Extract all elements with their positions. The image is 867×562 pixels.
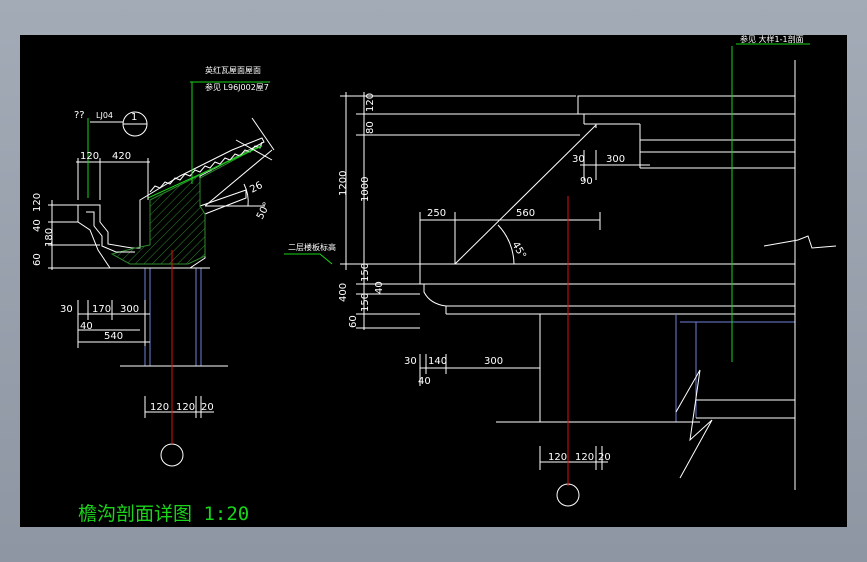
dim-top-120: 120 bbox=[80, 151, 99, 162]
dim-r-t-300: 300 bbox=[606, 154, 625, 165]
left-leaders bbox=[87, 81, 270, 444]
dim-top-420: 420 bbox=[112, 151, 131, 162]
dim-r-c-120a: 120 bbox=[548, 452, 567, 463]
ref-code: LJ04 bbox=[96, 111, 113, 120]
note-top: 参见 大样1-1剖面 bbox=[740, 34, 804, 44]
dim-r-m-560: 560 bbox=[516, 208, 535, 219]
dim-r-v-1200: 1200 bbox=[338, 171, 349, 196]
right-annotations: 参见 大样1-1剖面 二层楼板标高 45° 120 80 1200 1000 1… bbox=[288, 34, 804, 463]
dim-r-t-90: 90 bbox=[580, 176, 593, 187]
roof-membrane bbox=[147, 145, 263, 199]
right-cornice-detail bbox=[340, 60, 837, 507]
roof-note-line1: 英红瓦屋面屋面 bbox=[205, 65, 261, 75]
gutter-inner bbox=[86, 211, 135, 253]
drawing-canvas bbox=[20, 35, 847, 527]
dim-r-v-400: 400 bbox=[338, 283, 349, 302]
dim-v-120: 120 bbox=[32, 193, 43, 212]
ref-number: 1 bbox=[131, 112, 137, 123]
dim-r-v-150a: 150 bbox=[360, 263, 371, 282]
note-floor: 二层楼板标高 bbox=[288, 242, 336, 252]
dim-r-l-140: 140 bbox=[428, 356, 447, 367]
roof-note-line2: 参见 L96J002屋7 bbox=[205, 82, 269, 92]
dim-r-v-80: 80 bbox=[365, 121, 376, 134]
dim-r-v-1000: 1000 bbox=[360, 177, 371, 202]
left-annotations: ?? LJ04 1 英红瓦屋面屋面 参见 L96J002屋7 26 50° 12… bbox=[32, 65, 273, 413]
axis-bubble-left bbox=[160, 443, 184, 467]
roof-tiles bbox=[149, 141, 263, 193]
dim-r-v-120: 120 bbox=[365, 93, 376, 112]
right-leaders bbox=[284, 43, 810, 486]
slope-angle-2: 50° bbox=[255, 201, 273, 222]
dim-c-120b: 120 bbox=[176, 402, 195, 413]
lower-cornice bbox=[419, 263, 796, 285]
dim-v-40: 40 bbox=[32, 219, 43, 232]
dim-r-l-40: 40 bbox=[418, 376, 431, 387]
ref-mark: ?? bbox=[74, 110, 85, 121]
dim-r-l-300: 300 bbox=[484, 356, 503, 367]
slope-angle-1: 26 bbox=[248, 180, 264, 196]
dim-r-v-40: 40 bbox=[374, 281, 385, 294]
dim-c-120a: 120 bbox=[150, 402, 169, 413]
dim-r-v-150b: 150 bbox=[360, 293, 371, 312]
dim-r-c-120b: 120 bbox=[575, 452, 594, 463]
dim-r-m-250: 250 bbox=[427, 208, 446, 219]
slope-45-line bbox=[454, 124, 597, 265]
dim-v-180: 180 bbox=[44, 228, 55, 247]
axis-bubble-right bbox=[556, 483, 580, 507]
upper-cornice bbox=[577, 95, 796, 115]
dim-r-t-30: 30 bbox=[572, 154, 585, 165]
dim-b-40: 40 bbox=[80, 321, 93, 332]
dim-r-c-20: 20 bbox=[598, 452, 611, 463]
dim-c-20: 20 bbox=[201, 402, 214, 413]
dim-b-170: 170 bbox=[92, 304, 111, 315]
dim-r-v-60: 60 bbox=[348, 315, 359, 328]
dim-r-l-30: 30 bbox=[404, 356, 417, 367]
left-gutter-detail bbox=[48, 111, 275, 467]
concrete-hatch bbox=[110, 144, 263, 265]
dim-b-300: 300 bbox=[120, 304, 139, 315]
dim-b-30: 30 bbox=[60, 304, 73, 315]
dim-b-540: 540 bbox=[104, 331, 123, 342]
dim-v-60: 60 bbox=[32, 253, 43, 266]
drawing-title: 檐沟剖面详图 1:20 bbox=[78, 503, 249, 525]
